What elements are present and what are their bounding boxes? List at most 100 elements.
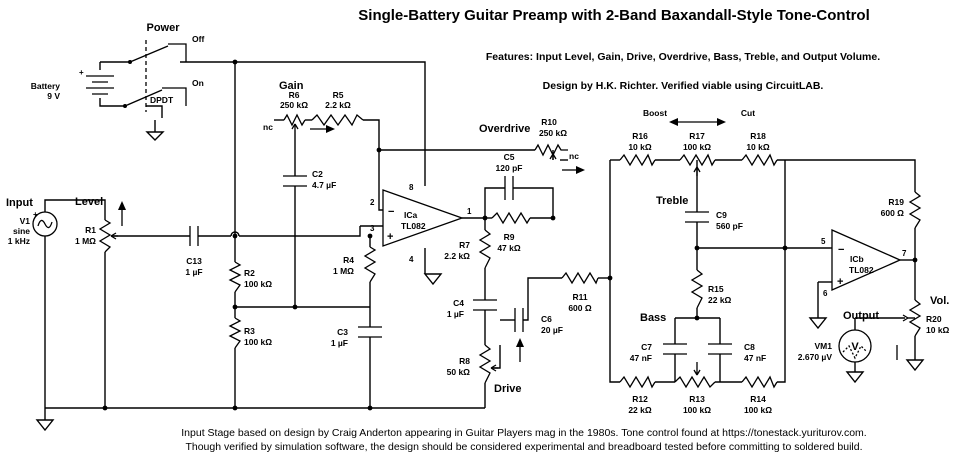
c7-value: 47 nF — [630, 353, 652, 363]
drive-pot[interactable] — [478, 338, 524, 384]
footer-line-1: Input Stage based on design by Craig And… — [181, 427, 866, 439]
resistor-r18 — [741, 153, 778, 167]
svg-text:V: V — [851, 341, 859, 353]
svg-text:+: + — [33, 210, 38, 219]
v1-name: V1 — [20, 216, 31, 226]
r12-value: 22 kΩ — [628, 405, 652, 415]
power-switch[interactable] — [123, 40, 187, 112]
capacitor-c4 — [473, 299, 497, 311]
c13-value: 1 µF — [185, 267, 202, 277]
power-label: Power — [146, 22, 180, 34]
r8-value: 50 kΩ — [447, 367, 471, 377]
ground-symbols — [35, 120, 925, 432]
r13-value: 100 kΩ — [683, 405, 711, 415]
r16-value: 10 kΩ — [628, 142, 652, 152]
c2-name: C2 — [312, 169, 323, 179]
resistor-r11 — [561, 271, 599, 285]
switch-off-label: Off — [192, 34, 204, 44]
gain-nc-label: nc — [263, 122, 273, 132]
r9-value: 47 kΩ — [497, 243, 521, 253]
c8-name: C8 — [744, 342, 755, 352]
switch-type-label: DPDT — [150, 95, 174, 105]
ica-part: TL082 — [401, 221, 426, 231]
r14-name: R14 — [750, 394, 766, 404]
icb-part: TL082 — [849, 265, 874, 275]
switch-on-label: On — [192, 78, 204, 88]
r20-name: R20 — [926, 314, 942, 324]
treble-pot[interactable] — [669, 118, 726, 176]
wire-crossover — [230, 231, 240, 237]
battery-value: 9 V — [47, 91, 60, 101]
gain-pot[interactable] — [283, 113, 335, 133]
ica-pin-vplus: 8 — [409, 183, 414, 192]
boost-label: Boost — [643, 108, 667, 118]
c6-name: C6 — [541, 314, 552, 324]
drive-label: Drive — [494, 383, 522, 395]
ica-pin-noninv: 3 — [370, 224, 375, 233]
icb-pin-inv: 5 — [821, 237, 826, 246]
svg-text:+: + — [79, 68, 84, 77]
c3-name: C3 — [337, 327, 348, 337]
r19-name: R19 — [888, 197, 904, 207]
r18-value: 10 kΩ — [746, 142, 770, 152]
c6-value: 20 µF — [541, 325, 563, 335]
r20-value: 10 kΩ — [926, 325, 950, 335]
bass-pot[interactable] — [674, 362, 716, 389]
r4-name: R4 — [343, 255, 354, 265]
resistor-r16 — [619, 153, 656, 167]
ica-pin-inv: 2 — [370, 198, 375, 207]
r8-name: R8 — [459, 356, 470, 366]
r11-name: R11 — [572, 292, 587, 302]
input-label: Input — [6, 197, 33, 209]
capacitor-c2 — [283, 175, 307, 187]
r10-value: 250 kΩ — [539, 128, 567, 138]
c9-name: C9 — [716, 210, 727, 220]
level-pot[interactable] — [98, 201, 126, 253]
v1-type: sine — [13, 226, 30, 236]
c2-value: 4.7 µF — [312, 180, 336, 190]
c7-name: C7 — [641, 342, 652, 352]
capacitor-c7 — [663, 343, 687, 355]
resistor-r4 — [363, 246, 377, 283]
ica-pin-vminus: 4 — [409, 255, 414, 264]
icb-pin-out: 7 — [902, 249, 907, 258]
design-credit: Design by H.K. Richter. Verified viable … — [543, 80, 824, 92]
c8-value: 47 nF — [744, 353, 766, 363]
svg-text:−: − — [388, 206, 394, 218]
r7-name: R7 — [459, 240, 470, 250]
r10-name: R10 — [541, 117, 557, 127]
opamp-ica: − + — [360, 189, 464, 247]
ica-pin-out: 1 — [467, 207, 472, 216]
svg-text:+: + — [837, 276, 843, 288]
capacitor-c6 — [514, 308, 524, 332]
ica-name: ICa — [404, 210, 418, 220]
overdrive-pot[interactable] — [534, 143, 585, 174]
r18-name: R18 — [750, 131, 766, 141]
volume-pot[interactable] — [896, 299, 922, 360]
r2-value: 100 kΩ — [244, 279, 272, 289]
r12-name: R12 — [632, 394, 648, 404]
c4-name: C4 — [453, 298, 464, 308]
r16-name: R16 — [632, 131, 648, 141]
resistor-r15 — [690, 269, 704, 309]
resistor-r3 — [228, 317, 242, 349]
opamp-icb: − + — [830, 229, 902, 291]
capacitor-c8 — [708, 343, 732, 355]
v1-freq: 1 kHz — [8, 236, 30, 246]
r5-value: 2.2 kΩ — [325, 100, 351, 110]
r13-name: R13 — [689, 394, 705, 404]
r3-value: 100 kΩ — [244, 337, 272, 347]
vol-label: Vol. — [930, 295, 949, 307]
capacitor-c9 — [685, 211, 709, 223]
r15-name: R15 — [708, 284, 724, 294]
junction-dots — [102, 59, 918, 411]
resistor-r2 — [228, 261, 242, 293]
r14-value: 100 kΩ — [744, 405, 772, 415]
r6-name: R6 — [289, 90, 300, 100]
c5-name: C5 — [504, 152, 515, 162]
icb-name: ICb — [850, 254, 864, 264]
r3-name: R3 — [244, 326, 255, 336]
battery-name: Battery — [31, 81, 61, 91]
overdrive-nc-label: nc — [569, 151, 579, 161]
